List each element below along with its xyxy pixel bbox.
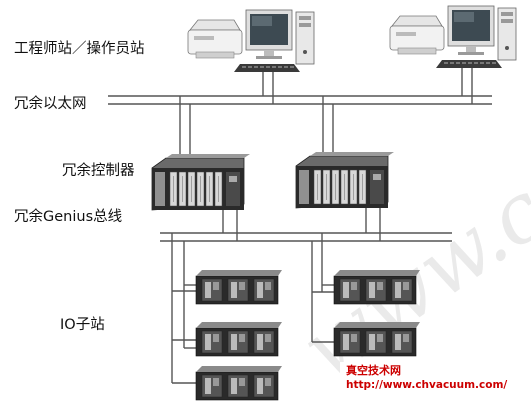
credit-name: 真空技术网 — [346, 363, 401, 377]
controller-2 — [295, 152, 394, 209]
label-ethernet: 冗余以太网 — [14, 94, 87, 112]
keyboard-icon — [436, 60, 502, 68]
keyboard-icon — [234, 64, 300, 72]
controller-1 — [151, 154, 250, 211]
io-station-right-1 — [333, 270, 420, 305]
pc-tower-icon — [497, 7, 517, 61]
io-station-right-2 — [333, 322, 420, 357]
credit-url[interactable]: http://www.chvacuum.com/ — [346, 379, 507, 391]
monitor-icon — [447, 5, 495, 55]
credit-box — [340, 362, 508, 392]
printer-icon — [389, 15, 445, 55]
pc-tower-icon — [295, 11, 315, 65]
printer-icon — [187, 19, 243, 59]
io-station-left-3 — [195, 366, 282, 401]
workstation-2 — [389, 5, 517, 68]
monitor-icon — [245, 9, 293, 59]
label-controller: 冗余控制器 — [62, 161, 135, 179]
io-station-left-2 — [195, 322, 282, 357]
workstation-1 — [187, 9, 315, 72]
label-genius: 冗余Genius总线 — [14, 207, 122, 225]
io-station-left-1 — [195, 270, 282, 305]
label-workstation: 工程师站／操作员站 — [14, 40, 145, 57]
label-io: IO子站 — [60, 316, 105, 333]
